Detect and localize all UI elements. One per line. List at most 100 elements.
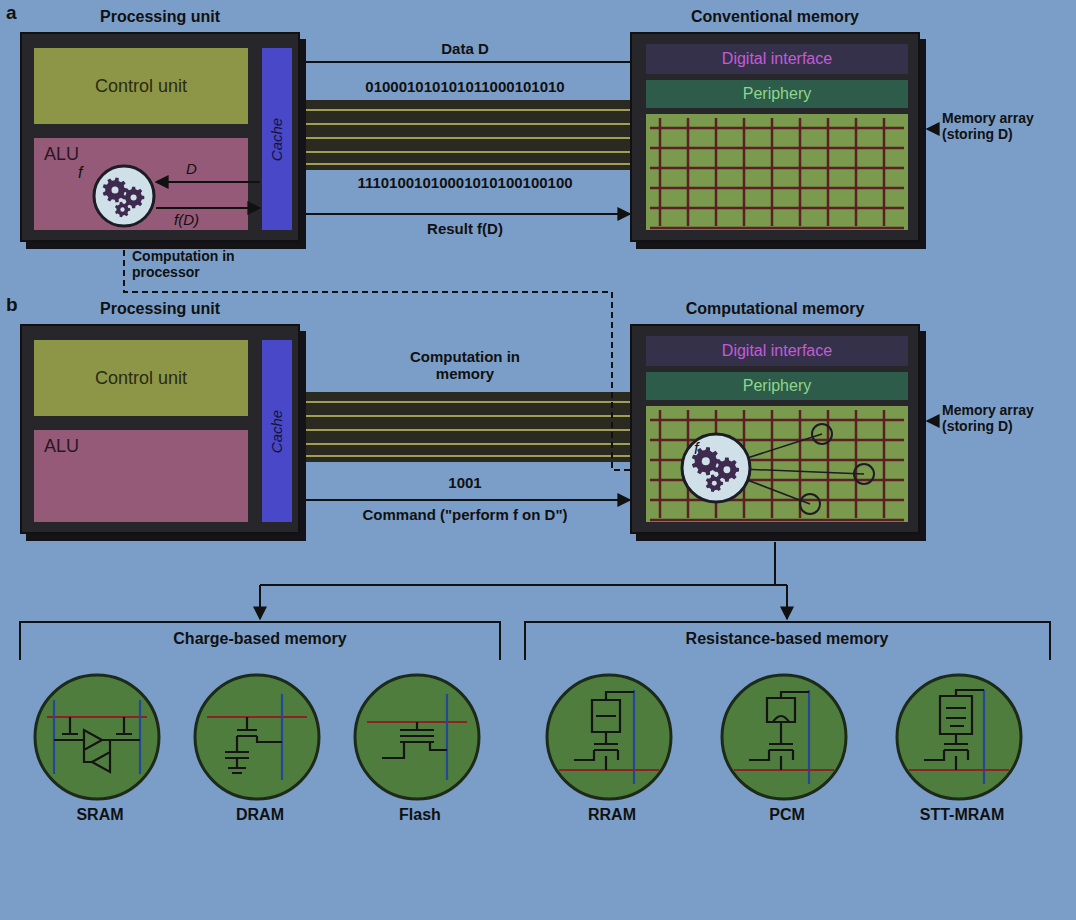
processor-chip: Control unitALUCacheProcessing unit (20, 32, 300, 242)
unit-label: ALU (44, 436, 79, 457)
cell-circle (897, 675, 1021, 799)
panel-letter: b (6, 294, 30, 316)
memory-array-label: Memory array (storing D) (942, 110, 1062, 142)
operand-arrow (156, 181, 260, 183)
circuit-wire (734, 769, 834, 771)
memory-type-name: PCM (709, 806, 865, 824)
panel-letter: a (6, 2, 30, 24)
unit-label: Digital interface (722, 342, 832, 360)
cell-marker (812, 424, 832, 444)
unit-label: Periphery (743, 377, 811, 395)
memory-cell-circle: SRAM (22, 672, 178, 832)
group-label: Charge-based memory (110, 630, 410, 648)
unit-label: Periphery (743, 85, 811, 103)
circuit-wire (225, 717, 282, 773)
bit-string: 11101001010001010100100100 (315, 174, 615, 191)
computation-bubble (682, 434, 750, 502)
group-bracket (20, 622, 500, 660)
circuit-wire (446, 694, 448, 780)
circuit-wire (207, 716, 307, 718)
gear-hub (702, 457, 710, 465)
group-label: Resistance-based memory (637, 630, 937, 648)
digital-interface-band: Digital interface (646, 44, 908, 74)
data-arrow (292, 213, 630, 215)
circuit-wire (559, 769, 659, 771)
memory-type-name: Flash (342, 806, 498, 824)
unit-label: Control unit (95, 368, 187, 389)
unit-label: Cache (269, 117, 286, 160)
memory-chip: Digital interfacePeripheryConventional m… (630, 32, 920, 242)
function-symbol: f (78, 164, 92, 182)
memory-array-label: Memory array (storing D) (942, 402, 1062, 434)
digital-interface-band: Digital interface (646, 336, 908, 366)
circuit-wire (54, 700, 140, 774)
data-bus (296, 392, 634, 462)
cell-circle (195, 675, 319, 799)
cell-circle (722, 675, 846, 799)
memory-cell-circle: Flash (342, 672, 498, 832)
branch-arrow (786, 585, 788, 619)
annotation: Computation in processor (132, 248, 257, 280)
circuit-wire (47, 716, 147, 718)
annotation: Computation in memory (400, 348, 530, 383)
alu-box: ALU (34, 430, 248, 522)
cell-marker (854, 464, 874, 484)
memory-cell-illustration (182, 672, 332, 802)
cell-marker (800, 494, 820, 514)
bit-string: 010001010101011000101010 (315, 78, 615, 95)
memory-type-name: STT-MRAM (884, 806, 1040, 824)
circuit-wire (382, 722, 447, 758)
group-bracket (525, 622, 1050, 660)
periphery-band: Periphery (646, 80, 908, 108)
cache-box: Cache (262, 48, 292, 230)
gear-hub (111, 186, 118, 193)
memory-cell-illustration (342, 672, 492, 802)
gear-icon (115, 202, 130, 218)
control-unit-box: Control unit (34, 340, 248, 416)
memory-cell-illustration (22, 672, 172, 802)
function-symbol: f (694, 440, 708, 458)
chip-title: Conventional memory (612, 8, 938, 26)
memory-array (646, 114, 908, 230)
unit-label: Digital interface (722, 50, 832, 68)
data-bus (296, 100, 634, 170)
data-arrow (292, 61, 630, 63)
branch-arrow (259, 585, 261, 619)
control-unit-box: Control unit (34, 48, 248, 124)
memory-type-name: RRAM (534, 806, 690, 824)
chip-title: Processing unit (2, 8, 318, 26)
cache-box: Cache (262, 340, 292, 522)
unit-label: Cache (269, 409, 286, 452)
bit-string: 1001 (415, 474, 515, 491)
memory-type-name: DRAM (182, 806, 338, 824)
unit-label: Control unit (95, 76, 187, 97)
result-label: f(D) (174, 211, 224, 228)
processor-chip: Control unitALUCacheProcessing unit (20, 324, 300, 534)
circuit-wire (749, 692, 809, 770)
gear-hub (712, 481, 717, 486)
memory-chip: Digital interfacePeripheryComputational … (630, 324, 920, 534)
cell-circle (35, 675, 159, 799)
memory-cell-illustration (534, 672, 684, 802)
memory-cell-circle: PCM (709, 672, 865, 832)
circuit-wire (54, 717, 140, 772)
circuit-wire (281, 694, 283, 780)
memory-cell-circle: DRAM (182, 672, 338, 832)
array-lines (650, 410, 904, 520)
leader-arrow (927, 420, 937, 422)
computation-bubble (94, 166, 154, 226)
branch-line (260, 542, 787, 585)
memory-array (646, 406, 908, 522)
gear-icon (706, 474, 723, 492)
chip-title: Computational memory (612, 300, 938, 318)
connector-label: Command ("perform f on D") (305, 506, 625, 523)
connector-label: Result f(D) (305, 220, 625, 237)
circuit-wire (909, 769, 1009, 771)
alu-box: ALU (34, 138, 248, 230)
periphery-band: Periphery (646, 372, 908, 400)
array-lines (650, 118, 904, 228)
unit-label: ALU (44, 144, 79, 165)
leader-arrow (927, 128, 937, 130)
result-arrow (156, 207, 260, 209)
